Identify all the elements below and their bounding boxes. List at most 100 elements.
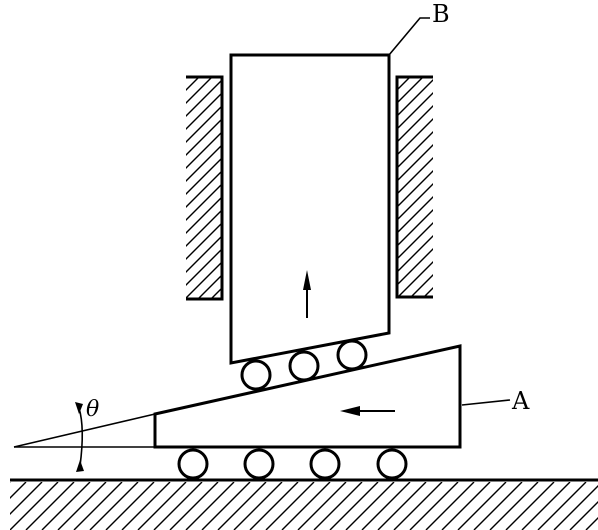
hatch-line [406, 77, 598, 299]
hatch-line [210, 287, 222, 299]
leader-line-a [461, 399, 511, 406]
hatch-line [553, 485, 598, 530]
hatch-line [354, 77, 576, 299]
hatch-line [73, 482, 123, 530]
hatch-line [302, 77, 524, 299]
hatch-line [397, 79, 433, 117]
hatch-line [367, 77, 589, 299]
hatch-line [10, 482, 27, 499]
hatch-line [10, 482, 43, 515]
hatch-line [329, 482, 379, 530]
hatch-line [441, 482, 491, 530]
leader-line-b [388, 17, 430, 56]
hatch-line [224, 77, 446, 299]
hatch-line [528, 77, 598, 297]
hatch-line [397, 248, 433, 286]
hatch-line [265, 482, 315, 530]
hatch-line [186, 77, 187, 78]
hatch-line [377, 482, 427, 530]
hatch-line [186, 248, 222, 286]
hatch-line [57, 482, 107, 530]
hatch-line [397, 77, 398, 78]
hatch-line [476, 77, 598, 297]
hatch-line [250, 77, 472, 299]
hatch-line [569, 501, 598, 530]
hatch-line [328, 77, 550, 299]
hatch-line [457, 482, 507, 530]
hatch-line [281, 482, 331, 530]
hatch-line [541, 77, 598, 297]
hatch-line [233, 482, 283, 530]
hatch-line [186, 170, 222, 208]
hatch-line [237, 77, 459, 299]
hatch-line [593, 77, 598, 297]
hatch-line [41, 482, 91, 530]
ground [10, 478, 598, 530]
angle-label: θ [86, 397, 99, 422]
hatch-line [105, 482, 155, 530]
hatch-line [432, 77, 598, 299]
roller [309, 448, 341, 480]
hatch-line [397, 131, 433, 169]
hatch-line [186, 79, 222, 117]
roller [177, 448, 209, 480]
hatch-line [315, 77, 537, 299]
hatch-line [419, 77, 598, 299]
hatch-line [580, 77, 598, 297]
roller [288, 350, 320, 382]
hatch-line [186, 77, 213, 104]
hatch-line [393, 77, 598, 299]
hatch-line [537, 482, 587, 530]
hatch-line [463, 77, 598, 297]
hatch-line [201, 482, 251, 530]
hatch-line [185, 482, 235, 530]
hatch-line [89, 482, 139, 530]
hatch-line [169, 482, 219, 530]
hatch-line [397, 170, 433, 208]
hatch-line [380, 77, 598, 299]
hatch-line [186, 144, 222, 182]
hatch-line [313, 482, 363, 530]
hatch-line [121, 482, 171, 530]
hatch-line [397, 157, 433, 195]
roller [243, 448, 275, 480]
hatch-line [397, 183, 433, 221]
hatch-line [186, 222, 222, 260]
hatch-line [186, 131, 222, 169]
hatch-line [397, 261, 433, 297]
ground-hatch [10, 482, 598, 530]
hatch-line [186, 157, 222, 195]
hatch-line [397, 235, 433, 273]
hatch-line [186, 92, 222, 130]
left-guide-wall [186, 75, 598, 301]
hatch-line [554, 77, 598, 297]
hatch-line [297, 482, 347, 530]
hatch-line [397, 105, 433, 143]
roller [376, 448, 408, 480]
hatch-line [137, 482, 187, 530]
hatch-line [567, 77, 598, 297]
hatch-line [473, 482, 523, 530]
rollers-bottom [177, 448, 408, 480]
hatch-line [521, 482, 571, 530]
hatch-line [585, 517, 598, 530]
hatch-line [25, 482, 75, 530]
hatch-line [397, 196, 433, 234]
roller [336, 339, 368, 371]
hatch-line [249, 482, 299, 530]
hatch-line [393, 482, 443, 530]
left-guide-hatch [186, 77, 598, 299]
hatch-line [276, 77, 498, 299]
hatch-line [397, 92, 433, 130]
hatch-line [409, 482, 459, 530]
hatch-line [425, 482, 475, 530]
up-arrow-icon [303, 270, 311, 318]
block-b [229, 53, 391, 365]
right-guide-hatch [397, 77, 598, 297]
hatch-line [397, 144, 433, 182]
hatch-line [186, 209, 222, 247]
hatch-line [437, 77, 598, 297]
hatch-line [361, 482, 411, 530]
wedge-a [153, 344, 462, 449]
